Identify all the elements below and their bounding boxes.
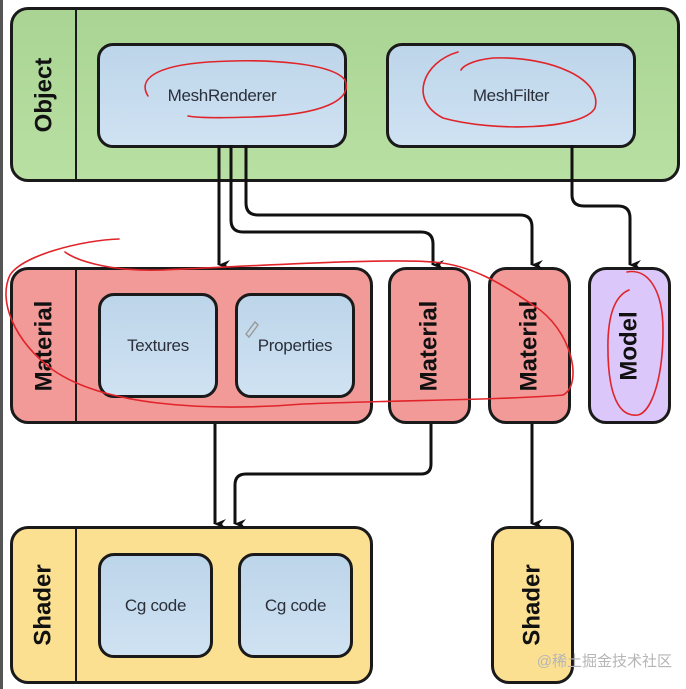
meshfilter-label: MeshFilter	[472, 85, 550, 105]
annotation-circle-meshfilter	[422, 51, 597, 128]
diagram-canvas: Object MeshRenderer MeshFilter Material …	[3, 0, 686, 689]
properties-component: Properties	[235, 293, 355, 398]
edge-material-2-shader-main	[233, 424, 433, 529]
cg-code-component-1: Cg code	[98, 553, 213, 658]
edge-meshrenderer-material-2	[229, 145, 444, 270]
properties-label: Properties	[257, 335, 333, 355]
object-label-column: Object	[13, 10, 77, 179]
material-label-column: Material	[13, 270, 77, 421]
textures-component: Textures	[98, 293, 218, 398]
annotation-loop-material-row	[5, 238, 574, 408]
connectors-layer	[5, 51, 664, 529]
shader-2-box: Shader	[491, 526, 574, 684]
shader-main-container: Shader Cg code Cg code	[10, 526, 373, 684]
material-main-container: Material Textures Properties	[10, 267, 373, 424]
textures-label: Textures	[127, 335, 189, 355]
cg-code-label-2: Cg code	[264, 595, 327, 615]
watermark: @稀土掘金技术社区	[536, 653, 672, 670]
cg-code-component-2: Cg code	[238, 553, 353, 658]
shader-label-column: Shader	[13, 529, 77, 681]
window-edge	[0, 0, 3, 689]
edge-meshfilter-model	[570, 145, 641, 270]
annotation-circle-meshrenderer	[144, 60, 348, 119]
pencil-cursor-icon	[245, 320, 259, 339]
edge-meshrenderer-material-3	[244, 145, 543, 270]
meshrenderer-label: MeshRenderer	[167, 85, 277, 105]
annotation-circle-model	[607, 270, 664, 416]
cg-code-label-1: Cg code	[124, 595, 187, 615]
material-2-box: Material	[388, 267, 471, 424]
